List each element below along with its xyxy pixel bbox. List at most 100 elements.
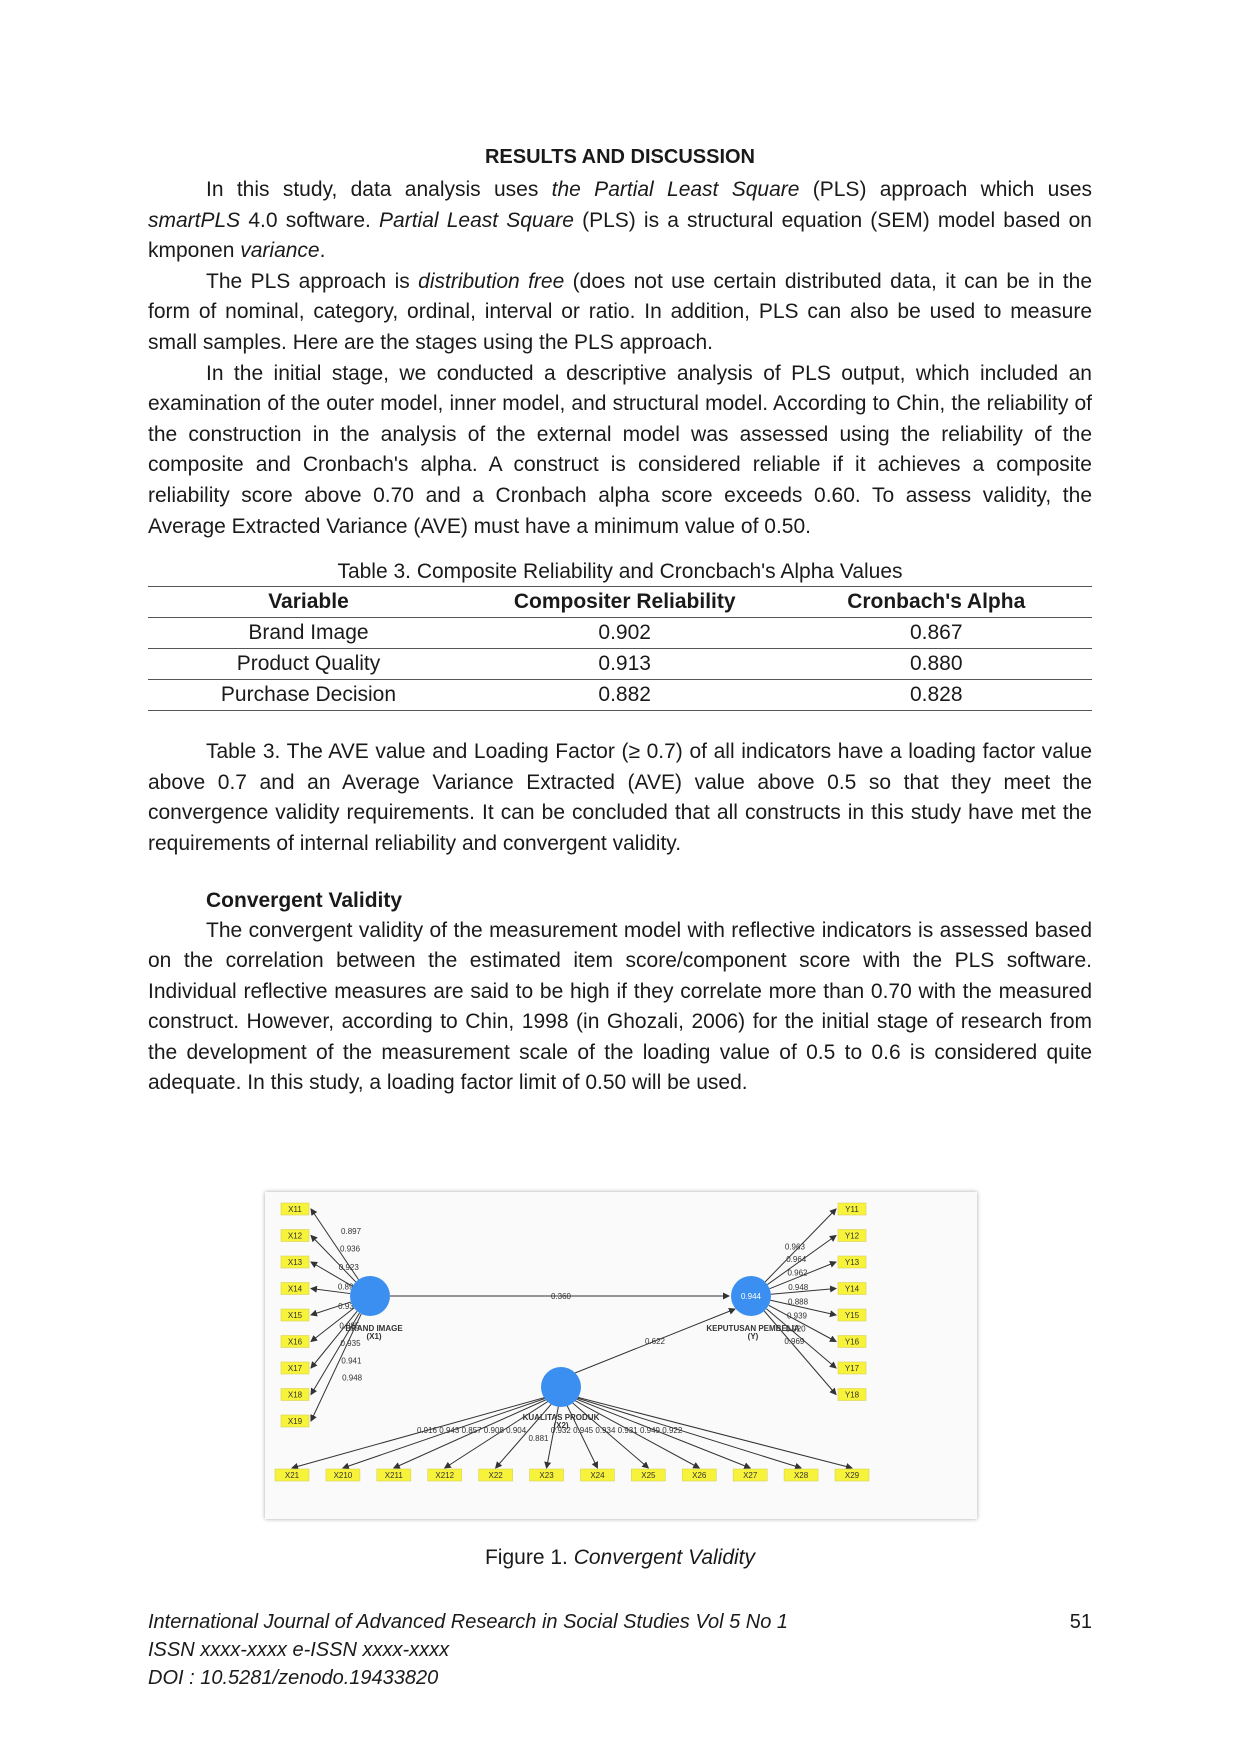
indicator-box	[837, 1361, 867, 1375]
loading-arrow	[770, 1285, 837, 1295]
page-number: 51	[1069, 1611, 1092, 1633]
indicator-box	[274, 1468, 310, 1482]
indicator-box-label: Y15	[845, 1311, 860, 1320]
loading-arrow	[560, 1392, 752, 1470]
loading-value: 0.949	[640, 1426, 661, 1435]
loading-arrow	[310, 1261, 353, 1287]
indicator-box-label: Y17	[845, 1364, 860, 1373]
paragraph-4: Table 3. The AVE value and Loading Facto…	[148, 740, 1092, 855]
indicator-box	[837, 1282, 867, 1295]
indicator-box	[837, 1229, 867, 1242]
indicator-box-label: X17	[288, 1364, 303, 1373]
construct-label: (X1)	[366, 1332, 381, 1341]
path-coefficient-x2-y: 0.622	[645, 1337, 666, 1346]
loading-arrow	[560, 1392, 803, 1470]
indicator-box-label: X211	[385, 1471, 404, 1480]
loading-value: 0.941	[341, 1357, 362, 1366]
loading-value: 0.948	[342, 1374, 363, 1383]
indicator-box-label: X19	[288, 1417, 303, 1426]
loading-value: 0.943	[439, 1426, 460, 1435]
loading-value: 0.935	[338, 1302, 359, 1311]
loading-value: 0.922	[662, 1426, 683, 1435]
paragraph-5: The convergent validity of the measureme…	[148, 918, 1092, 1095]
loading-arrow	[766, 1308, 837, 1369]
loading-arrow	[768, 1304, 837, 1342]
indicator-box-label: X22	[489, 1471, 504, 1480]
loading-arrow	[770, 1299, 837, 1318]
indicator-box-label: X16	[288, 1338, 303, 1347]
indicator-box	[376, 1468, 412, 1482]
indicator-box-label: X27	[743, 1471, 758, 1480]
indicator-box-label: Y13	[845, 1258, 860, 1267]
loading-value: 0.897	[341, 1227, 362, 1236]
loading-value: 0.948	[788, 1283, 809, 1292]
indicator-box-label: X11	[288, 1205, 302, 1214]
footer-doi: DOI : 10.5281/zenodo.19433820	[148, 1667, 439, 1689]
indicator-box-label: X12	[288, 1232, 303, 1241]
loading-value: 0.931	[618, 1426, 639, 1435]
table-header-row: Variable Compositer Reliability Cronbach…	[148, 586, 1092, 618]
loading-arrow	[310, 1285, 351, 1295]
construct-label: (X2)	[553, 1421, 568, 1430]
indicator-box-label: X21	[285, 1471, 300, 1480]
r-squared-value: 0.944	[741, 1292, 762, 1301]
loading-value: 0.936	[340, 1244, 361, 1253]
loading-value: 0.945	[573, 1426, 594, 1435]
indicator-box-label: X25	[641, 1471, 656, 1480]
indicator-box-label: X14	[288, 1285, 303, 1294]
table-cell: 0.880	[909, 652, 963, 676]
indicator-box	[732, 1468, 768, 1482]
indicator-box-label: X15	[288, 1311, 303, 1320]
indicator-box	[280, 1388, 310, 1401]
loading-arrow	[310, 1234, 357, 1283]
paragraph-3: In the initial stage, we conducted a des…	[148, 361, 1092, 538]
table-cell: 0.913	[598, 652, 651, 676]
loading-value: 0.935	[341, 1339, 362, 1348]
indicator-box	[280, 1414, 310, 1428]
loading-arrow	[560, 1392, 650, 1469]
loading-value: 0.964	[786, 1255, 807, 1264]
paragraph-1: In this study, data analysis uses the Pa…	[148, 178, 1092, 263]
indicator-box-label: X28	[794, 1471, 809, 1480]
indicator-box-label: Y16	[845, 1338, 860, 1347]
indicator-box	[529, 1468, 564, 1482]
indicator-box	[783, 1468, 819, 1482]
indicator-box-label: X18	[288, 1391, 303, 1400]
loading-value: 0.857	[462, 1426, 483, 1435]
indicator-box-label: X13	[288, 1258, 303, 1267]
loading-value: 0.932	[551, 1426, 572, 1435]
loading-value: 0.885	[339, 1321, 360, 1330]
loading-value: 0.920	[786, 1325, 807, 1334]
indicator-box-label: X26	[692, 1471, 707, 1480]
construct-kualitas-produk	[541, 1367, 581, 1407]
loading-value: 0.934	[595, 1426, 616, 1435]
table-cell: 0.828	[909, 683, 963, 707]
table-cell: Purchase Decision	[220, 683, 397, 707]
figure-caption: Figure 1. Convergent Validity	[484, 1546, 756, 1569]
indicator-box	[837, 1308, 867, 1322]
loading-arrow	[763, 1310, 837, 1396]
indicator-box-label: X212	[435, 1471, 454, 1480]
construct-brand-image	[350, 1276, 390, 1316]
loading-arrow	[560, 1392, 701, 1469]
loading-arrow	[310, 1208, 359, 1280]
loading-arrow	[767, 1234, 837, 1285]
loading-arrow	[310, 1313, 362, 1422]
table-header-cell: Cronbach's Alpha	[847, 590, 1026, 614]
loading-value: 0.969	[784, 1337, 805, 1346]
footer-journal: International Journal of Advanced Resear…	[148, 1611, 789, 1633]
loading-arrow	[560, 1392, 853, 1470]
loading-arrow	[764, 1208, 837, 1283]
loading-arrow	[494, 1392, 562, 1469]
indicator-box	[837, 1202, 867, 1216]
indicator-box	[280, 1335, 310, 1348]
indicator-box	[280, 1361, 310, 1375]
indicator-box	[834, 1468, 870, 1482]
indicator-box-label: X23	[539, 1471, 554, 1480]
footer: International Journal of Advanced Resear…	[148, 1608, 1092, 1692]
table-row: Brand Image 0.902 0.867	[148, 618, 1092, 649]
indicator-box	[478, 1468, 513, 1482]
page-content: RESULTS AND DISCUSSION In this study, da…	[148, 146, 1092, 1099]
indicator-box-label: Y18	[845, 1391, 860, 1400]
table-row: Purchase Decision 0.882 0.828	[148, 680, 1092, 711]
